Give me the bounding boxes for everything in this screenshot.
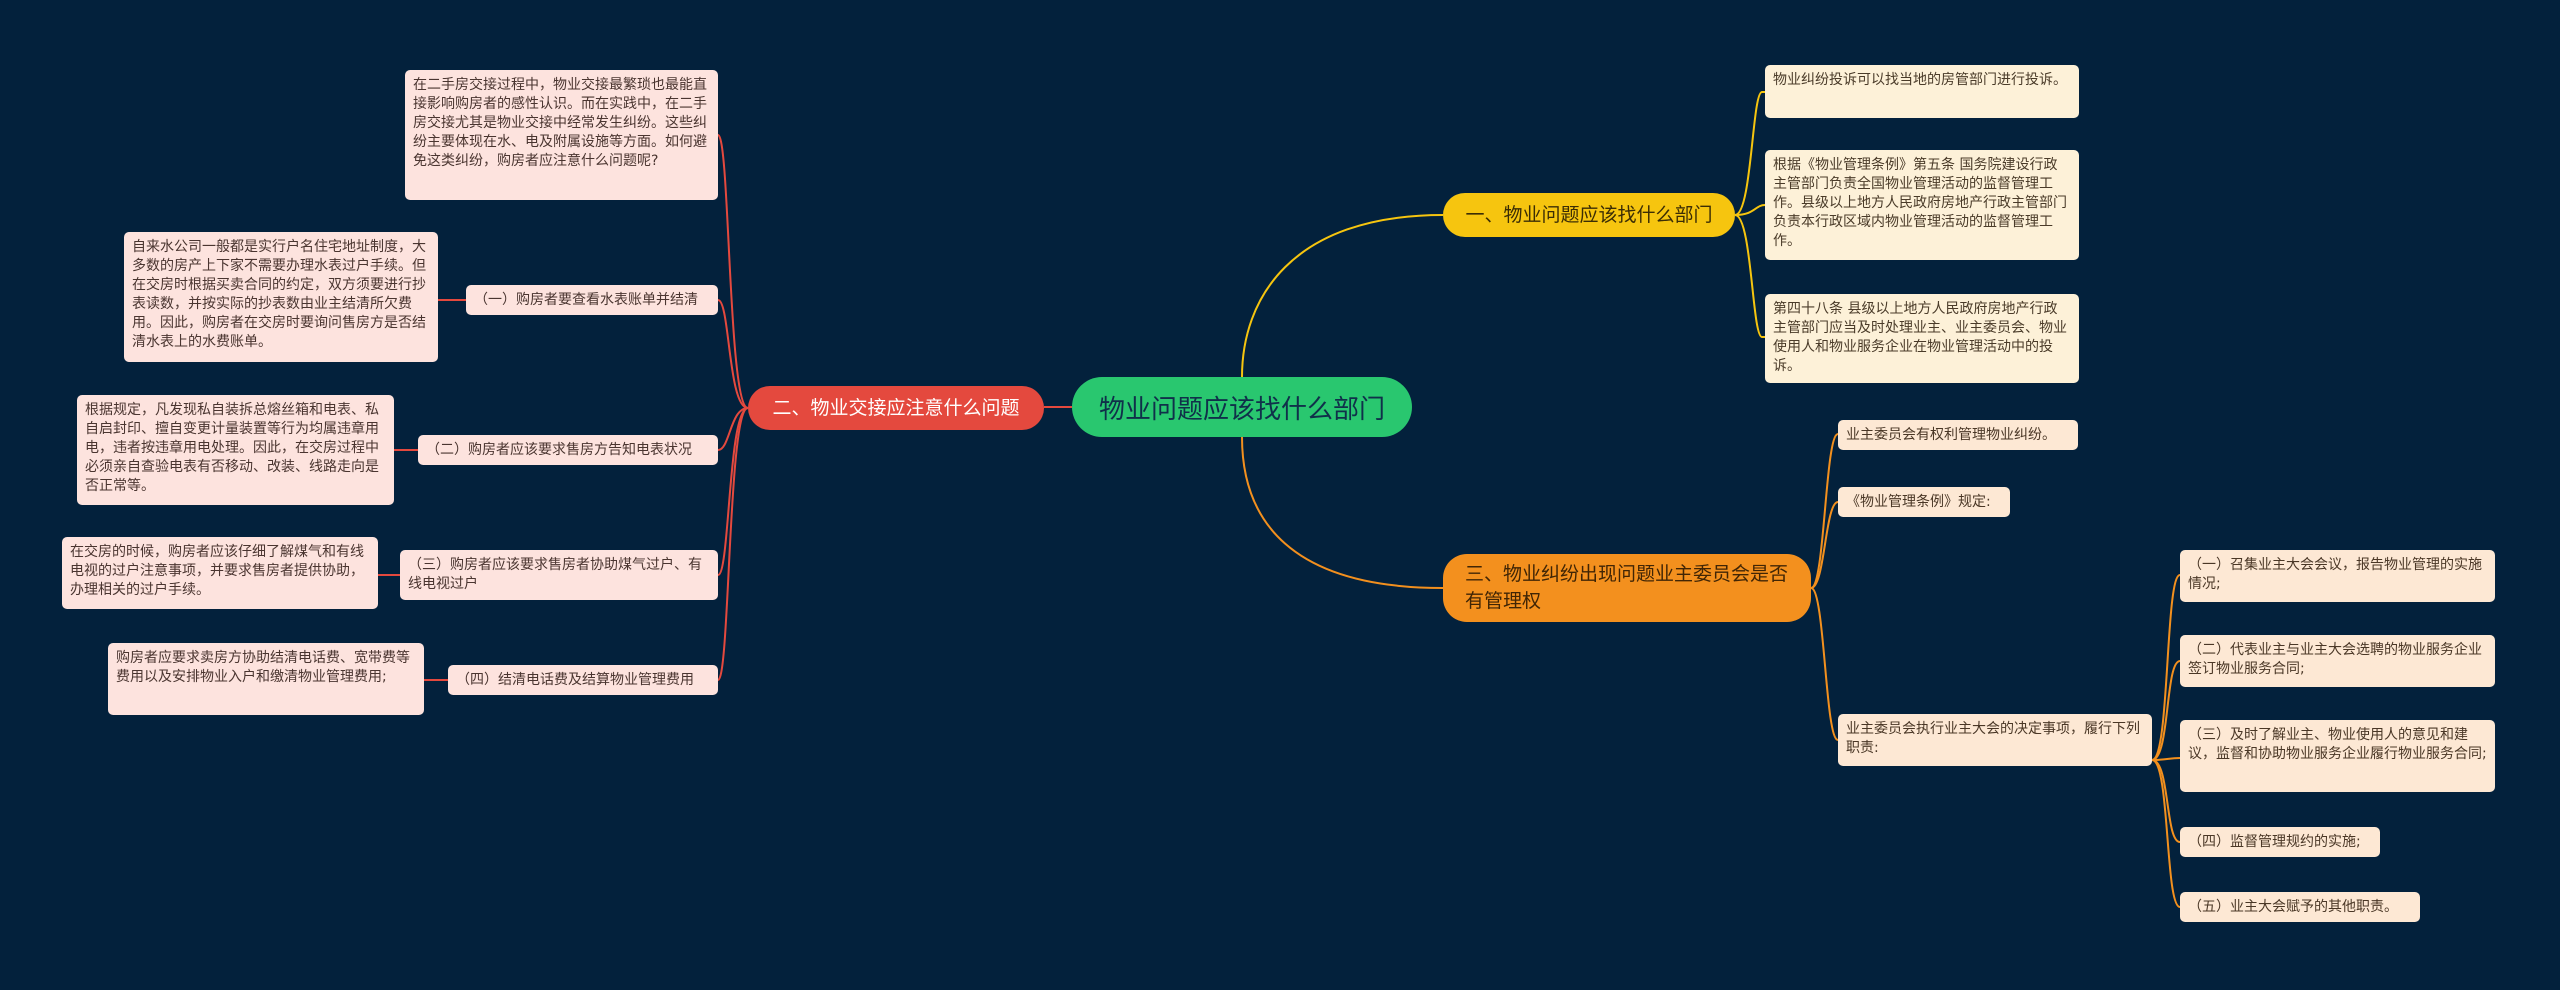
- branch-2-item-3[interactable]: （三）购房者应该要求售房者协助煤气过户、有线电视过户: [400, 550, 718, 600]
- branch-1-leaf-1[interactable]: 物业纠纷投诉可以找当地的房管部门进行投诉。: [1765, 65, 2079, 118]
- root-topic[interactable]: 物业问题应该找什么部门: [1072, 377, 1412, 437]
- duty-item-2[interactable]: （二）代表业主与业主大会选聘的物业服务企业签订物业服务合同;: [2180, 635, 2495, 687]
- branch-2-item-2-detail[interactable]: 根据规定，凡发现私自装拆总熔丝箱和电表、私自启封印、擅自变更计量装置等行为均属违…: [77, 395, 394, 505]
- branch-1-leaf-2[interactable]: 根据《物业管理条例》第五条 国务院建设行政主管部门负责全国物业管理活动的监督管理…: [1765, 150, 2079, 260]
- branch-2-item-4-detail[interactable]: 购房者应要求卖房方协助结清电话费、宽带费等费用以及安排物业入户和缴清物业管理费用…: [108, 643, 424, 715]
- branch-2-item-1[interactable]: （一）购房者要查看水表账单并结清: [466, 285, 718, 315]
- branch-3-leaf-2[interactable]: 《物业管理条例》规定:: [1838, 487, 2010, 517]
- branch-2-item-3-detail[interactable]: 在交房的时候，购房者应该仔细了解煤气和有线电视的过户注意事项，并要求售房者提供协…: [62, 537, 378, 609]
- duty-item-4[interactable]: （四）监督管理规约的实施;: [2180, 827, 2380, 857]
- branch-1-topic[interactable]: 一、物业问题应该找什么部门: [1443, 193, 1735, 237]
- branch-3-leaf-1[interactable]: 业主委员会有权利管理物业纠纷。: [1838, 420, 2078, 450]
- branch-2-item-4[interactable]: （四）结清电话费及结算物业管理费用: [448, 665, 718, 695]
- branch-2-intro[interactable]: 在二手房交接过程中，物业交接最繁琐也最能直接影响购房者的感性认识。而在实践中，在…: [405, 70, 718, 200]
- branch-2-item-2[interactable]: （二）购房者应该要求售房方告知电表状况: [418, 435, 718, 465]
- duty-item-3[interactable]: （三）及时了解业主、物业使用人的意见和建议，监督和协助物业服务企业履行物业服务合…: [2180, 720, 2495, 792]
- branch-2-topic[interactable]: 二、物业交接应注意什么问题: [748, 386, 1044, 430]
- branch-3-leaf-3[interactable]: 业主委员会执行业主大会的决定事项，履行下列职责:: [1838, 714, 2152, 766]
- branch-2-item-1-detail[interactable]: 自来水公司一般都是实行户名住宅地址制度，大多数的房产上下家不需要办理水表过户手续…: [124, 232, 438, 362]
- branch-1-leaf-3[interactable]: 第四十八条 县级以上地方人民政府房地产行政主管部门应当及时处理业主、业主委员会、…: [1765, 294, 2079, 383]
- duty-item-1[interactable]: （一）召集业主大会会议，报告物业管理的实施情况;: [2180, 550, 2495, 602]
- branch-3-topic[interactable]: 三、物业纠纷出现问题业主委员会是否有管理权: [1443, 554, 1811, 622]
- duty-item-5[interactable]: （五）业主大会赋予的其他职责。: [2180, 892, 2420, 922]
